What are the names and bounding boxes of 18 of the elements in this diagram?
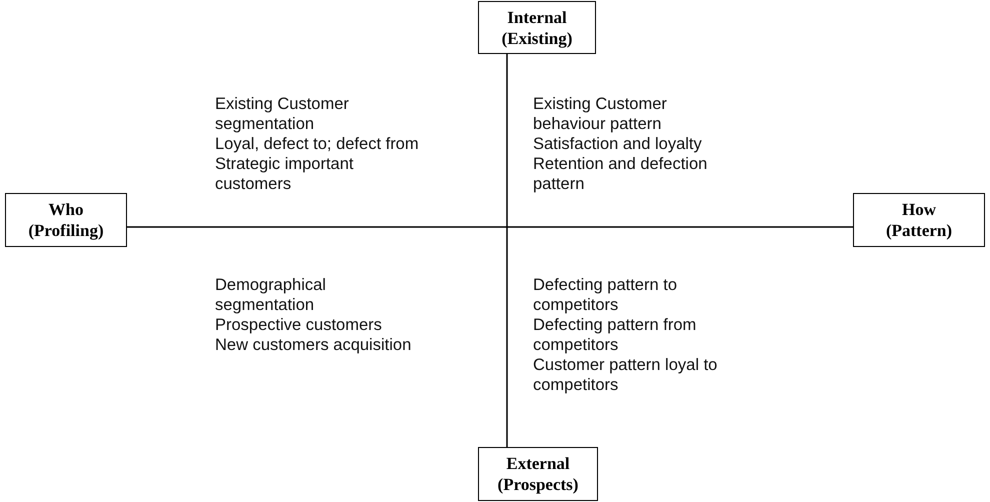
quadrant-text: Defecting pattern to competitors (533, 275, 678, 315)
axis-line (127, 226, 853, 228)
quadrant-axis-box: External (Prospects) (478, 447, 598, 501)
quadrant-text: Loyal, defect to; defect from (215, 134, 419, 154)
quadrant-text: New customers acquisition (215, 335, 412, 355)
quadrant-text: Strategic important customers (215, 154, 354, 194)
quadrant-text: Satisfaction and loyalty (533, 134, 702, 154)
quadrant-text: Demographical segmentation (215, 275, 327, 315)
quadrant-axis-box: How (Pattern) (853, 193, 985, 247)
quadrant-text: Defecting pattern from competitors (533, 315, 698, 355)
quadrant-axis-box: Internal (Existing) (478, 1, 596, 54)
quadrant-text: Prospective customers (215, 315, 382, 335)
axis-line (506, 54, 508, 447)
quadrant-text: Retention and defection pattern (533, 154, 708, 194)
quadrant-axis-box: Who (Profiling) (5, 193, 127, 247)
quadrant-text: Existing Customer behaviour pattern (533, 94, 668, 134)
quadrant-text: Existing Customer segmentation (215, 94, 350, 134)
quadrant-text: Customer pattern loyal to competitors (533, 355, 718, 395)
